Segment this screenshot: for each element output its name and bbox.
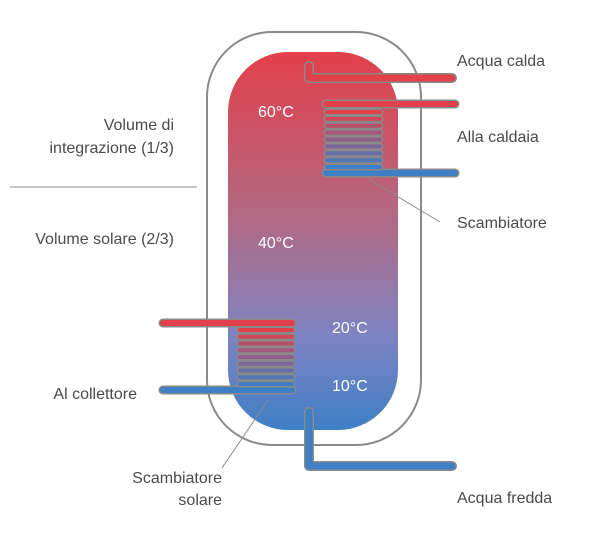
temp-10: 10°C — [332, 378, 368, 395]
label-to-boiler: Alla caldaia — [457, 129, 539, 146]
label-hot-water: Acqua calda — [457, 53, 545, 70]
solar-coil — [236, 326, 296, 388]
exchanger-leader — [369, 179, 441, 223]
solar-exchanger-leader — [221, 399, 269, 469]
hot-water-pipe — [304, 61, 457, 83]
solar-exchanger — [158, 318, 297, 395]
temp-60: 60°C — [258, 104, 294, 121]
label-exchanger: Scambiatore — [457, 215, 547, 232]
label-solar-exchanger-2: solare — [178, 492, 222, 509]
temp-40: 40°C — [258, 235, 294, 252]
label-integration-volume-2: integrazione (1/3) — [49, 140, 174, 157]
label-cold-water: Acqua fredda — [457, 490, 552, 507]
label-solar-exchanger-1: Scambiatore — [132, 470, 222, 487]
label-solar-volume: Volume solare (2/3) — [35, 231, 174, 248]
boiler-coil — [323, 108, 384, 171]
boiler-exchanger — [321, 99, 460, 178]
cold-water-pipe — [304, 407, 457, 471]
label-integration-volume-1: Volume di — [104, 117, 174, 134]
temp-20: 20°C — [332, 320, 368, 337]
label-to-collector: Al collettore — [53, 386, 137, 403]
